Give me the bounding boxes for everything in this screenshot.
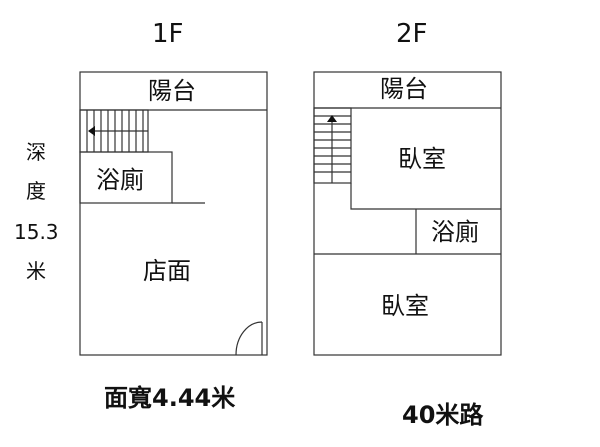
floor-1-door-swing [235,321,263,356]
floor-2-bathroom-label: 浴廁 [431,218,479,246]
floor-1-shop-label: 店面 [143,257,191,285]
floor-2-bedroom-wall [350,183,501,210]
depth-unit: 米 [26,259,46,283]
depth-label-char-2: 度 [26,179,46,203]
floor-2-heading: 2F [396,19,428,49]
floor-1-bathroom-outline [79,151,173,204]
floor-2-bedroom-bottom-label: 臥室 [381,292,429,320]
depth-value: 15.3 [14,220,59,244]
floor-1-stair-arrowhead [88,126,95,136]
floor-2-balcony-label: 陽台 [380,75,428,103]
depth-label-char-1: 深 [26,140,46,164]
floor-1-outline [79,71,268,356]
floor-1-bathroom-label: 浴廁 [96,166,144,194]
floor-2-outline [313,71,502,356]
road-label: 40米路 [402,401,484,429]
frontage-label: 面寬4.44米 [104,384,236,412]
floor-2-bedroom-top-label: 臥室 [398,145,446,173]
floor-2-stair-arrowhead [327,115,337,122]
floor-1-balcony-label: 陽台 [148,77,196,105]
floor-1-heading: 1F [152,19,184,49]
